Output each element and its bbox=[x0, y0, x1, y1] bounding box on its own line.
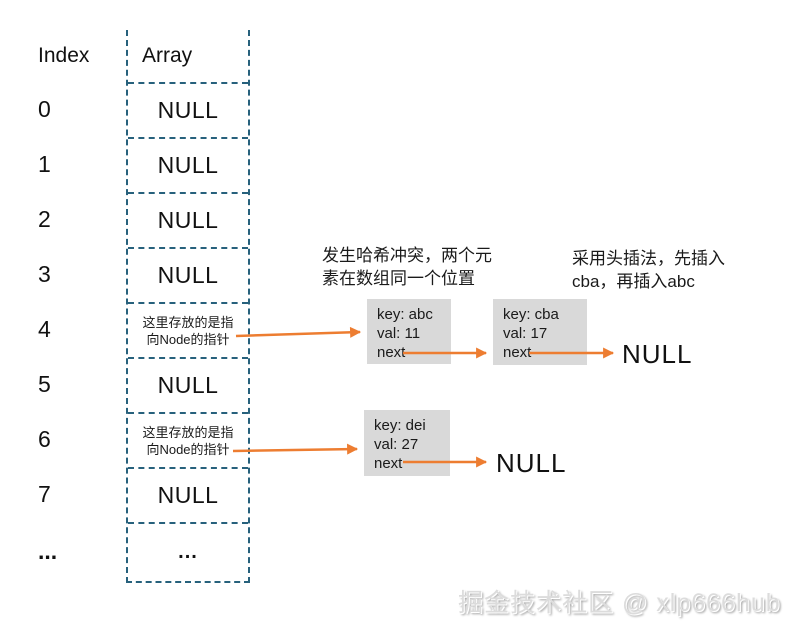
index-label-3: 3 bbox=[38, 261, 51, 287]
node-dei-val: val: 27 bbox=[374, 436, 419, 453]
node-abc: key: abc val: 11 next bbox=[367, 299, 451, 364]
slot-5-null-value: NULL bbox=[157, 372, 219, 398]
watermark: 掘金技术社区 @ xlp666hub bbox=[458, 589, 781, 617]
index-label-2: 2 bbox=[38, 206, 51, 232]
node-cba-val: val: 17 bbox=[503, 325, 548, 342]
node-abc-key: key: abc bbox=[377, 306, 433, 323]
array-slot-ellipsis: ... bbox=[128, 522, 248, 581]
arrow-slot6-to-node-dei bbox=[232, 443, 359, 455]
slot-7-null-value: NULL bbox=[157, 482, 219, 508]
null-after-dei: NULL bbox=[496, 448, 567, 478]
node-cba-next: next bbox=[503, 344, 532, 361]
slot-3-null-value: NULL bbox=[157, 262, 219, 288]
array-column: Array NULL NULL NULL NULL 这里存放的是指 向Node的… bbox=[126, 30, 250, 583]
null-after-cba: NULL bbox=[622, 339, 693, 369]
node-dei-key: key: dei bbox=[374, 417, 426, 434]
array-slot-7: NULL bbox=[128, 467, 248, 522]
index-label-0: 0 bbox=[38, 96, 51, 122]
node-cba: key: cba val: 17 next bbox=[493, 299, 587, 365]
collision-annotation-line1: 发生哈希冲突，两个元 bbox=[322, 246, 492, 265]
slot-ellipsis-value: ... bbox=[178, 541, 198, 563]
index-label-5: 5 bbox=[38, 371, 51, 397]
insertion-annotation-line1: 采用头插法，先插入 bbox=[572, 249, 725, 268]
array-slot-0: NULL bbox=[128, 82, 248, 137]
index-label-ellipsis: ... bbox=[38, 538, 58, 564]
node-dei: key: dei val: 27 next bbox=[364, 410, 450, 476]
index-label-7: 7 bbox=[38, 481, 51, 507]
array-slot-2: NULL bbox=[128, 192, 248, 247]
index-label-1: 1 bbox=[38, 151, 51, 177]
slot-4-pointer-note-line1: 这里存放的是指 bbox=[142, 314, 234, 330]
slot-6-pointer-note-line1: 这里存放的是指 bbox=[142, 424, 234, 440]
array-column-header: Array bbox=[128, 30, 248, 82]
slot-6-pointer-note-line2: 向Node的指针 bbox=[146, 441, 230, 457]
array-slot-4: 这里存放的是指 向Node的指针 bbox=[128, 302, 248, 357]
slot-4-pointer-note-line2: 向Node的指针 bbox=[146, 331, 230, 347]
array-slot-1: NULL bbox=[128, 137, 248, 192]
array-slot-5: NULL bbox=[128, 357, 248, 412]
insertion-annotation-line2: cba，再插入abc bbox=[572, 272, 695, 291]
arrow-slot4-to-node-abc bbox=[235, 326, 362, 338]
index-column-header: Index bbox=[38, 44, 90, 67]
node-abc-val: val: 11 bbox=[377, 325, 421, 342]
node-abc-next: next bbox=[377, 344, 406, 361]
insertion-annotation: 采用头插法，先插入 cba，再插入abc bbox=[572, 247, 725, 293]
index-label-4: 4 bbox=[38, 316, 51, 342]
node-cba-key: key: cba bbox=[503, 306, 559, 323]
collision-annotation-line2: 素在数组同一个位置 bbox=[322, 269, 475, 288]
array-slot-3: NULL bbox=[128, 247, 248, 302]
index-label-6: 6 bbox=[38, 426, 51, 452]
collision-annotation: 发生哈希冲突，两个元 素在数组同一个位置 bbox=[322, 244, 492, 290]
slot-0-null-value: NULL bbox=[157, 97, 219, 123]
slot-1-null-value: NULL bbox=[157, 152, 219, 178]
slot-2-null-value: NULL bbox=[157, 207, 219, 233]
node-dei-next: next bbox=[374, 455, 403, 472]
array-slot-6: 这里存放的是指 向Node的指针 bbox=[128, 412, 248, 467]
array-header-label: Array bbox=[142, 44, 193, 67]
